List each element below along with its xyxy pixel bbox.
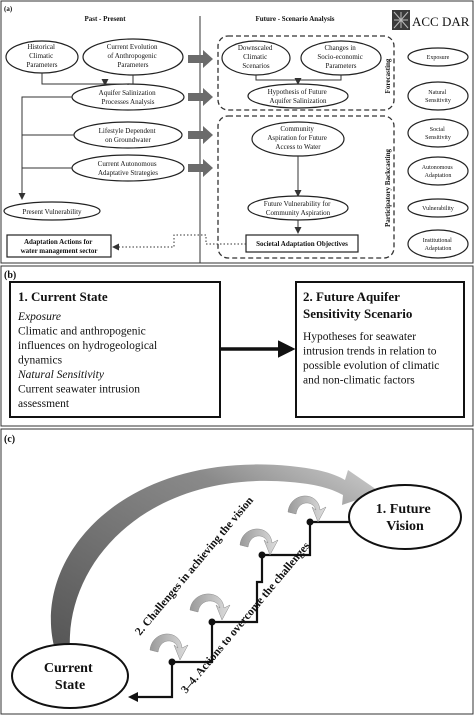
text-exposure: Exposure [427,55,450,61]
panel-c-border [0,428,474,715]
future-aquifer-lines: Hypotheses for seawater intrusion trends … [303,331,439,387]
panel-b-label: (b) [4,270,16,281]
panel-c-label: (c) [4,434,15,445]
staircase [135,520,355,699]
text-vulnerability: Vulnerability [422,206,454,212]
ellipse-autonomous-strategies [71,154,185,182]
text-future-vulnerability: Future Vulnerability for Community Aspir… [264,200,332,217]
backcasting-group [217,115,395,259]
current-state-line: Natural Sensitivity [17,369,105,381]
indicator-vulnerability [407,198,469,218]
current-state-title: 1. Current State [18,289,108,304]
fat-arrow-4 [188,159,213,177]
text-hypothesis: Hypothesis of Future Aquifer Salinizatio… [268,88,329,105]
step-dot-4 [306,518,314,526]
ellipse-aquifer-salinization [71,83,185,111]
step-dot-1 [168,658,176,666]
text-autonomous-adaptation: Autonomous Adaptation [422,165,455,179]
dotted-feedback [112,234,246,251]
text-societal-objectives: Societal Adaptation Objectives [256,240,348,248]
text-aquifer-salinization: Aquifer Salinization Processes Analysis [99,89,158,106]
future-vision-ellipse [348,484,462,550]
future-aquifer-line: possible evolution of climatic [303,360,439,372]
current-state-box [9,281,221,418]
ellipse-present-vulnerability [3,201,101,221]
indicator-autonomous-adaptation [407,156,469,186]
big-curved-arrow [50,464,381,650]
panel-c: (c) 2. Challenges in achieving the visio… [0,428,474,715]
future-aquifer-line: and non-climatic factors [303,375,415,387]
future-aquifer-line: intrusion trends in relation to [303,346,437,358]
header-past-present: Past - Present [84,15,126,23]
current-state-line: influences on hydrogeological [18,340,157,352]
current-state-line: Current seawater intrusion [18,384,140,396]
staircase-arrowhead [128,692,138,702]
current-state-line: dynamics [18,355,63,367]
indicator-natural-sensitivity [407,81,469,111]
label-backcasting: Participatory Backcasting [384,149,392,227]
future-aquifer-title: 2. Future Aquifer Sensitivity Scenario [303,289,412,321]
text-autonomous-strategies: Current Autonomous Adaptative Strategies [98,160,159,177]
text-historical-climatic: Historical Climatic Parameters [26,43,57,69]
future-aquifer-box [295,281,465,418]
text-community: Community Aspiration for Future Access t… [267,125,328,151]
current-state-line: Exposure [17,311,61,323]
connector-downscaled [255,75,298,81]
connector-historical [41,73,128,85]
connector-aquifer-to-present [18,96,72,200]
indicator-exposure [407,47,469,67]
step-dot-3 [258,551,266,559]
fat-arrow-2 [188,88,213,106]
accdar-logo: ACC DAR [392,10,470,30]
text-downscaled: Downscaled Climatic Scenarios [238,44,274,70]
indicator-social-sensitivity [407,118,469,148]
label-challenges: 2. Challenges in achieving the vision [133,494,256,638]
logo-text: ACC DAR [412,14,470,29]
text-social-sensitivity: Social Sensitivity [425,127,451,141]
text-institutional-adaptation: Institutional Adaptation [423,238,454,252]
panel-a-border [0,0,474,264]
text-changes-socio: Changes in Socio-economic Parameters [317,44,364,70]
connector-changes [294,75,342,85]
current-state-ellipse [11,643,129,709]
label-forecasting: Forecasting [384,58,392,93]
step-dot-2 [208,618,216,626]
text-present-vulnerability: Present Vulnerability [22,208,82,216]
current-state-text: Current State [44,661,96,693]
future-vision-text: 1. Future Vision [376,502,434,534]
future-aquifer-line: Hypotheses for seawater [303,331,416,343]
curl-arrows [149,495,327,661]
text-lifestyle: Lifestyle Dependent on Groundwater [99,127,158,144]
fat-arrow-1 [188,50,213,68]
box-adaptation-actions [6,234,112,258]
ellipse-lifestyle [73,121,183,149]
header-future-scenario: Future - Scenario Analysis [255,15,334,23]
current-state-line: assessment [18,398,70,410]
panel-a-label: (a) [4,5,13,13]
indicator-institutional-adaptation [407,229,469,259]
panel-b-border [0,265,474,427]
current-state-line: Climatic and anthropogenic [18,326,146,338]
text-adaptation-actions: Adaptation Actions for water management … [21,238,98,255]
text-natural-sensitivity: Natural Sensitivity [425,90,451,104]
text-current-evolution: Current Evolution of Anthropogenic Param… [107,43,160,69]
panel-a: (a) Past - Present Future - Scenario Ana… [0,0,474,264]
fat-arrow-3 [188,126,213,144]
